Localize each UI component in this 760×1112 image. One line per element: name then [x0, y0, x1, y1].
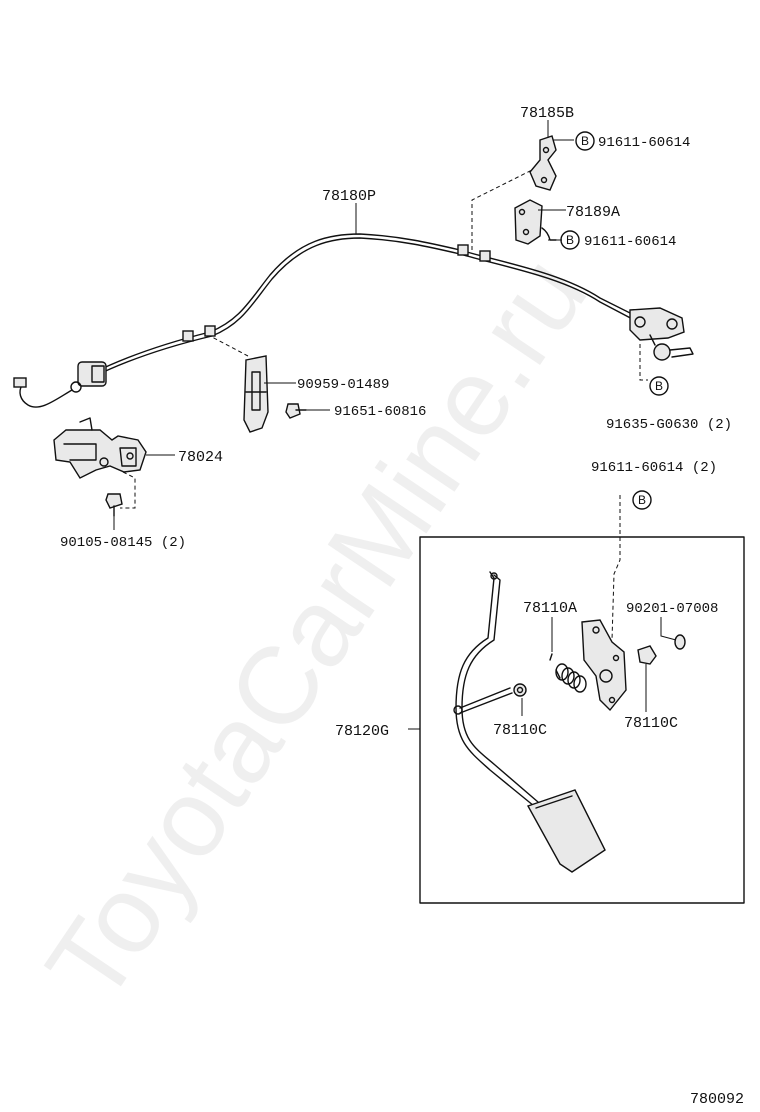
label-78110C-left: 78110C: [493, 722, 547, 739]
svg-text:B: B: [581, 134, 589, 148]
svg-text:B: B: [655, 379, 663, 393]
pedal-assembly-frame: [419, 536, 745, 904]
label-91611-60614-b: 91611-60614: [584, 234, 676, 250]
label-91651-60816: 91651-60816: [334, 404, 426, 420]
label-78110A: 78110A: [523, 600, 577, 617]
leader-90105: [120, 471, 136, 509]
label-91635-G0630: 91635-G0630 (2): [606, 417, 732, 433]
cable-end-stop: [13, 377, 27, 388]
throttle-linkage: [629, 307, 685, 341]
pedal-bracket: [581, 619, 627, 712]
callout-b-3: B: [649, 376, 669, 396]
label-78110C-right: 78110C: [624, 715, 678, 732]
label-90201-07008: 90201-07008: [626, 601, 718, 617]
cable-clip-90959-01489: [243, 355, 269, 433]
accelerator-cable: [13, 233, 694, 408]
callout-b-2: B: [560, 230, 580, 250]
cable-clamp: [457, 244, 469, 256]
label-90959-01489: 90959-01489: [297, 377, 389, 393]
spring-78110A: [549, 653, 587, 693]
label-78120G: 78120G: [335, 723, 389, 740]
watermark: ToyotaCarMine.ru: [23, 235, 610, 1024]
svg-text:B: B: [638, 493, 646, 507]
label-78024: 78024: [178, 449, 223, 466]
label-78189A: 78189A: [566, 204, 620, 221]
cable-clamp: [479, 250, 491, 262]
callout-b-1: B: [575, 131, 595, 151]
bracket-78024: [53, 417, 147, 479]
label-91611-60614-a: 91611-60614: [598, 135, 690, 151]
callout-b-4: B: [632, 490, 652, 510]
linkage-pulley: [653, 343, 671, 361]
leader-91635: [639, 344, 648, 381]
bushing-78110C-right: [637, 645, 657, 665]
label-78185B: 78185B: [520, 105, 574, 122]
pedal-pad: [526, 789, 606, 873]
leader-91611c: [611, 495, 621, 641]
bracket-78185B: [529, 135, 557, 191]
label-90105-08145: 90105-08145 (2): [60, 535, 186, 551]
label-91611-60614-c: 91611-60614 (2): [591, 460, 717, 476]
svg-text:B: B: [566, 233, 574, 247]
diagram-id: 780092: [690, 1091, 744, 1108]
washer-90201-07008: [674, 634, 686, 650]
label-78180P: 78180P: [322, 188, 376, 205]
leader-78185B: [471, 169, 533, 250]
accelerator-pedal-78120G: [453, 571, 606, 873]
bolt-90105-08145: [105, 493, 123, 517]
bushing-78110C-left: [513, 683, 527, 697]
cable-clamp: [204, 325, 216, 337]
leader-90959: [209, 335, 249, 357]
cable-clamp: [182, 330, 194, 342]
bolt-91651-60816: [285, 403, 307, 419]
bracket-78189A: [514, 199, 557, 245]
